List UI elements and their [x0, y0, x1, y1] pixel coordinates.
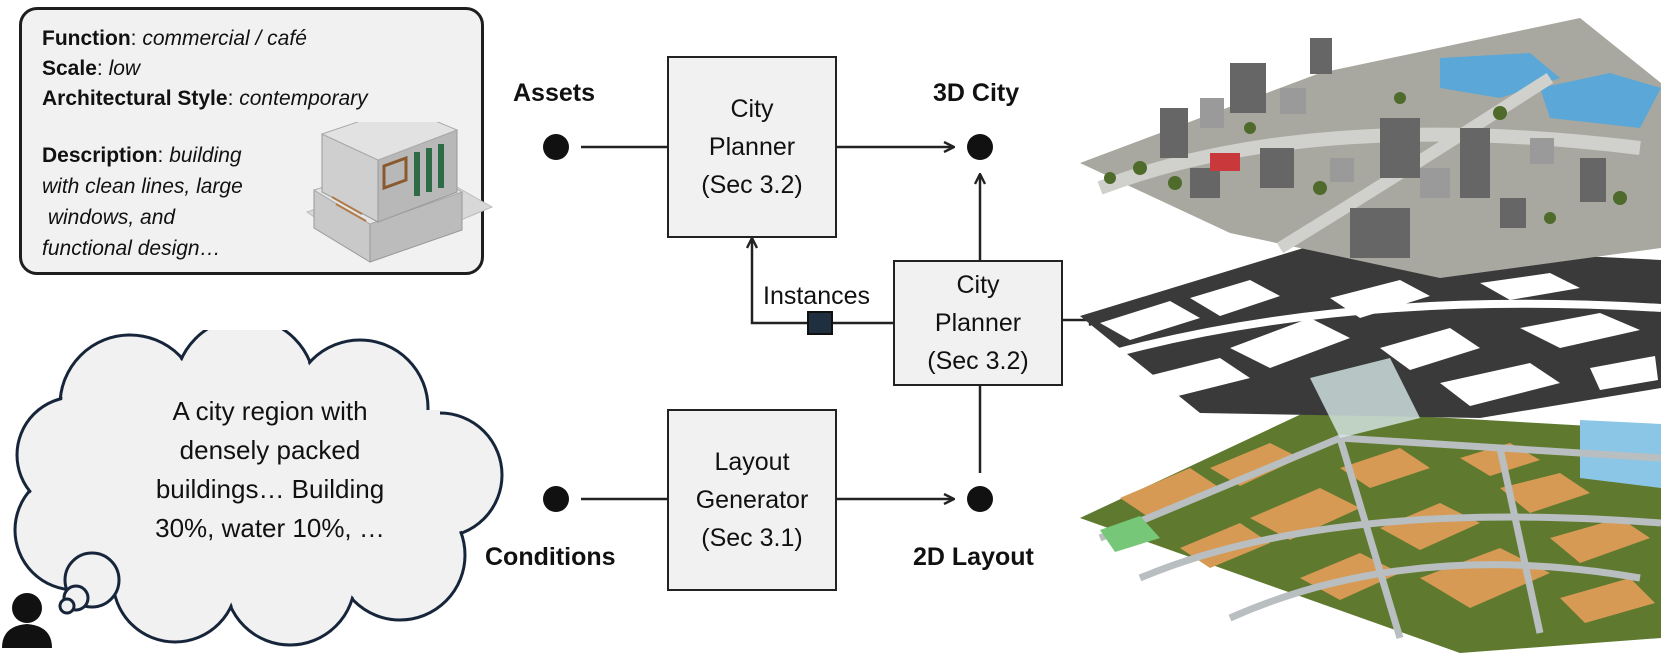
description-key: Description	[42, 144, 158, 167]
style-line: Architectural Style: contemporary	[42, 87, 368, 110]
asset-description-card: Function: commercial / café Scale: low A…	[19, 7, 494, 275]
cloud-text: A city region with densely packed buildi…	[90, 392, 450, 548]
description-line-4: functional design…	[42, 237, 221, 260]
style-value: contemporary	[239, 87, 368, 110]
thought-cloud	[2, 330, 504, 648]
layout-2d-node	[967, 486, 993, 512]
generator-line-3: (Sec 3.1)	[701, 524, 803, 552]
generator-line-1: Layout	[714, 448, 790, 476]
box-top-line-1: City	[730, 95, 774, 123]
edge-instances-to-top-planner	[752, 239, 893, 325]
cloud-line-3: buildings… Building	[155, 474, 385, 504]
cloud-line-4: 30%, water 10%, …	[155, 513, 385, 543]
function-value: commercial / café	[142, 27, 307, 50]
layout-generator-box: Layout Generator (Sec 3.1)	[667, 409, 837, 591]
city-planner-box-mid: City Planner (Sec 3.2)	[893, 260, 1063, 386]
box-mid-line-1: City	[956, 271, 1000, 299]
description-text-1: building	[169, 144, 242, 167]
city-3d-node	[967, 134, 993, 160]
generator-line-2: Generator	[695, 486, 809, 514]
box-top-line-2: Planner	[708, 133, 796, 161]
city-3d-render-image	[1080, 18, 1661, 278]
layout-2d-map-image	[1080, 410, 1661, 653]
layout-2d-label: 2D Layout	[913, 543, 1034, 571]
scale-value: low	[108, 57, 141, 80]
city-planner-box-top: City Planner (Sec 3.2)	[667, 56, 837, 238]
box-mid-line-2: Planner	[934, 309, 1022, 337]
user-icon	[2, 593, 52, 648]
instances-square-icon	[807, 311, 833, 335]
assets-node	[543, 134, 569, 160]
city-3d-label: 3D City	[933, 79, 1020, 107]
description-line-1: Description: building	[42, 144, 242, 167]
instances-label: Instances	[763, 282, 871, 310]
building-thumbnail-image	[305, 122, 494, 263]
conditions-node	[543, 486, 569, 512]
conditions-label: Conditions	[485, 543, 616, 571]
style-key: Architectural Style	[42, 87, 228, 110]
function-line: Function: commercial / café	[42, 27, 307, 50]
city-layers-illustration	[1080, 18, 1661, 653]
cloud-line-2: densely packed	[179, 435, 361, 465]
scale-key: Scale	[42, 57, 97, 80]
assets-label: Assets	[513, 79, 595, 107]
box-mid-line-3: (Sec 3.2)	[927, 347, 1029, 375]
description-line-3: windows, and	[42, 206, 176, 229]
description-line-2: with clean lines, large	[42, 175, 243, 198]
scale-line: Scale: low	[42, 57, 141, 80]
semantic-map-image	[1080, 243, 1661, 438]
box-top-line-3: (Sec 3.2)	[701, 171, 803, 199]
function-key: Function	[42, 27, 131, 50]
cloud-line-1: A city region with	[172, 396, 368, 426]
